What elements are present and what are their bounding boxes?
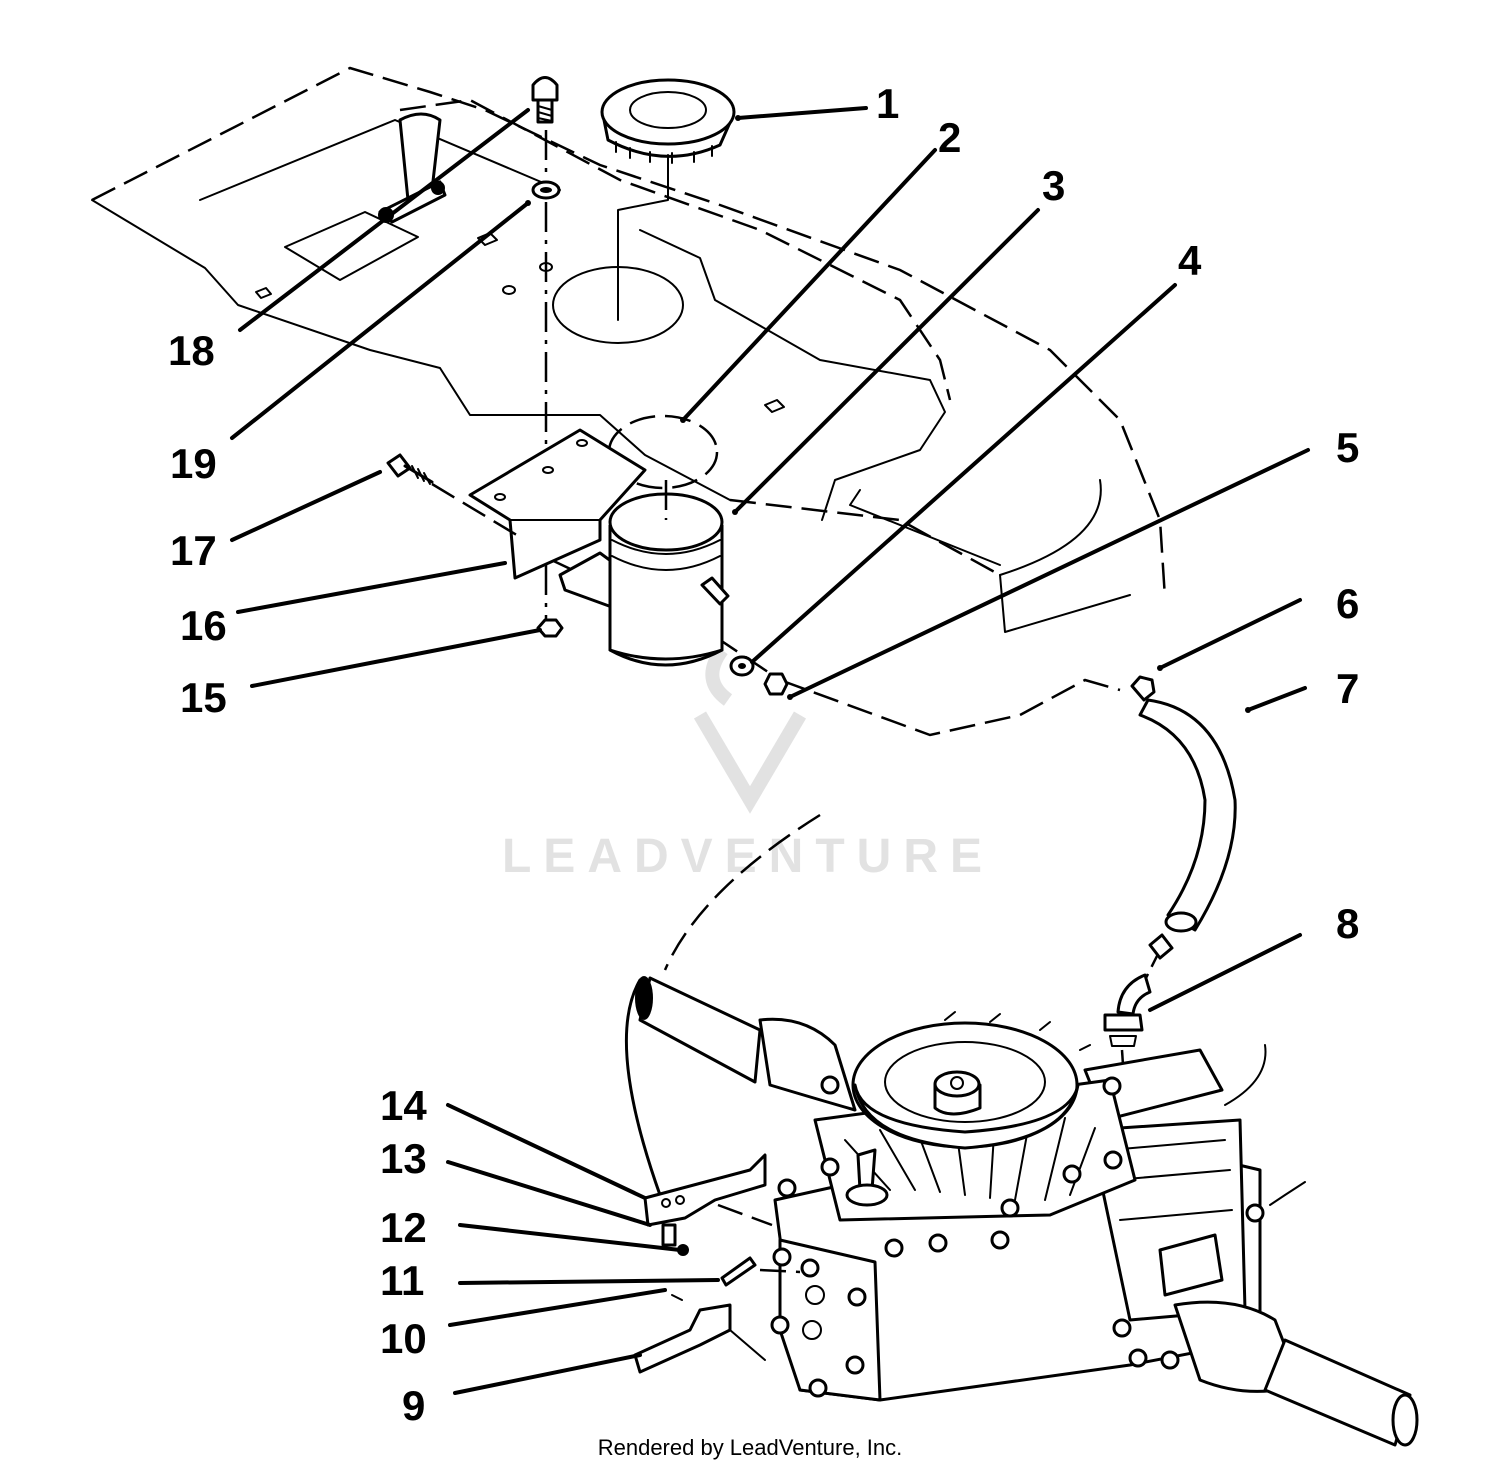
- callout-18: 18: [168, 327, 215, 374]
- callout-6: 6: [1336, 580, 1359, 627]
- callout-7: 7: [1336, 665, 1359, 712]
- elbow-fitting: [1103, 933, 1174, 1081]
- gasket: [607, 414, 719, 490]
- callout-16: 16: [180, 602, 227, 649]
- watermark: LEADVENTURE: [502, 645, 994, 883]
- oil-reservoir: [608, 480, 730, 667]
- leadventure-logo-icon: [693, 645, 807, 814]
- callout-3: 3: [1042, 162, 1065, 209]
- callout-8: 8: [1336, 900, 1359, 947]
- callout-11: 11: [380, 1257, 424, 1304]
- callout-4: 4: [1178, 237, 1202, 284]
- callout-9: 9: [402, 1382, 425, 1429]
- transaxle: [624, 813, 1419, 1447]
- lower-bracket-hardware: [633, 1153, 801, 1374]
- reservoir-cap: [600, 78, 736, 321]
- callout-1: 1: [876, 80, 899, 127]
- callout-2: 2: [938, 114, 961, 161]
- render-credit: Rendered by LeadVenture, Inc.: [598, 1435, 903, 1460]
- callout-19: 19: [170, 440, 217, 487]
- callout-17: 17: [170, 527, 217, 574]
- callout-13: 13: [380, 1135, 427, 1182]
- watermark-text: LEADVENTURE: [502, 830, 994, 883]
- hose-assembly: [1130, 675, 1237, 981]
- screw: [386, 453, 521, 539]
- shift-lever: [378, 112, 447, 224]
- nut: [536, 618, 564, 638]
- fender-deck: [91, 66, 1167, 737]
- callout-10: 10: [380, 1315, 427, 1362]
- callout-14: 14: [380, 1082, 427, 1129]
- callout-5: 5: [1336, 424, 1359, 471]
- callout-15: 15: [180, 674, 227, 721]
- callout-labels: 1 2 3 4 5 6 7 8 9 10 11 12 13 14 15 16 1…: [168, 80, 1359, 1429]
- callout-12: 12: [380, 1204, 427, 1251]
- leader-lines: [230, 106, 1310, 1395]
- washer-nut: [729, 655, 789, 696]
